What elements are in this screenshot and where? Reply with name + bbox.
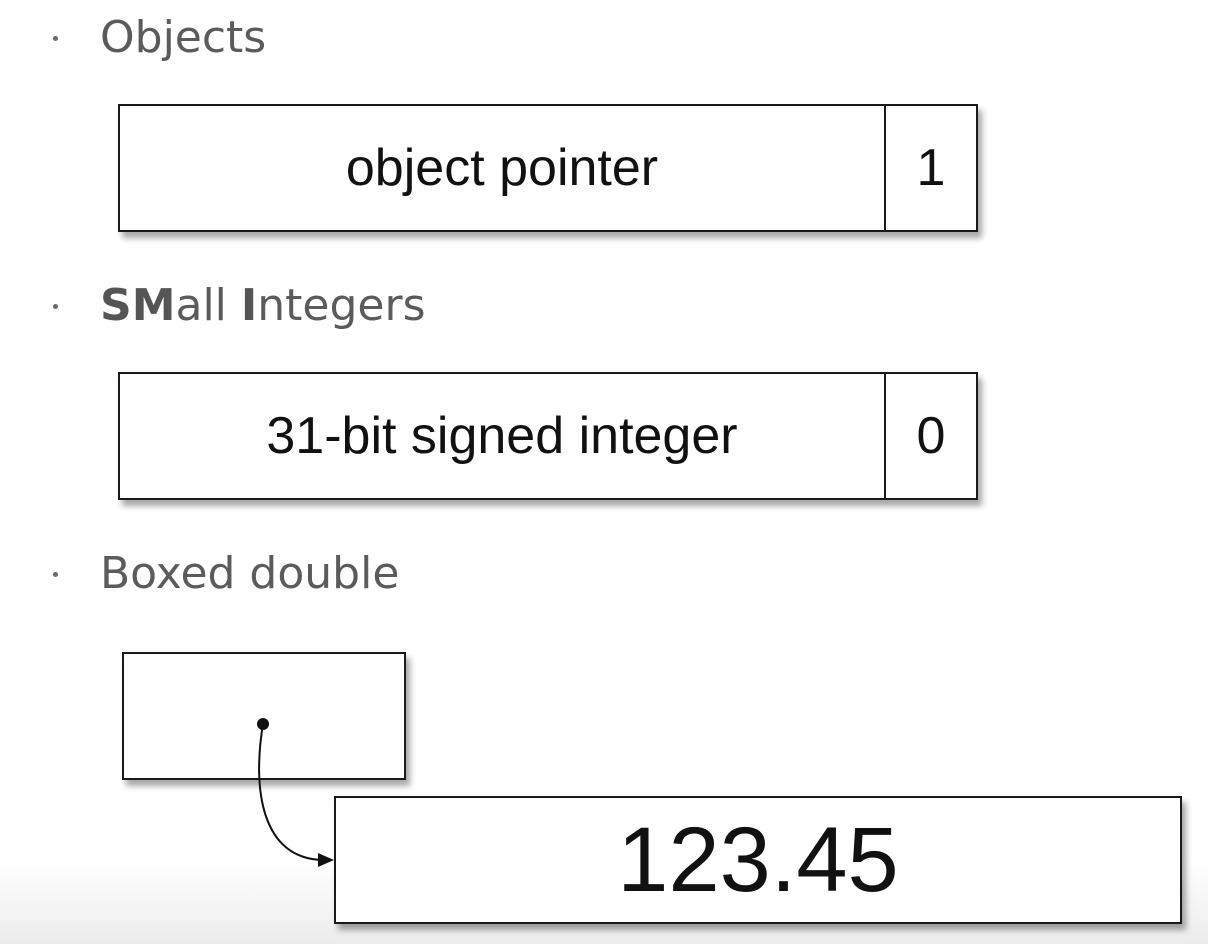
label-part-i: I — [240, 280, 258, 331]
label-part-all: all — [175, 280, 241, 331]
bullet-label-boxed-double: Boxed double — [100, 548, 400, 599]
bullet-dot-icon — [53, 36, 58, 41]
object-tag-bit: 1 — [884, 106, 976, 230]
heap-number-box: 123.45 — [334, 796, 1182, 924]
bullet-label-small-integers: SMall Integers — [100, 276, 426, 336]
small-integer-word: 31-bit signed integer 0 — [118, 372, 978, 500]
bullet-label-objects: Objects — [100, 12, 267, 63]
arrowhead-icon — [318, 853, 334, 867]
smi-tag-bit: 0 — [884, 374, 976, 498]
bullet-dot-icon — [53, 572, 58, 577]
bullet-dot-icon — [53, 304, 58, 309]
object-pointer-word: object pointer 1 — [118, 104, 978, 232]
object-pointer-field: object pointer — [345, 139, 659, 197]
signed-integer-field: 31-bit signed integer — [266, 407, 738, 465]
pointer-box — [122, 652, 406, 780]
label-part-sm: SM — [100, 280, 176, 331]
label-part-ntegers: ntegers — [257, 280, 426, 331]
